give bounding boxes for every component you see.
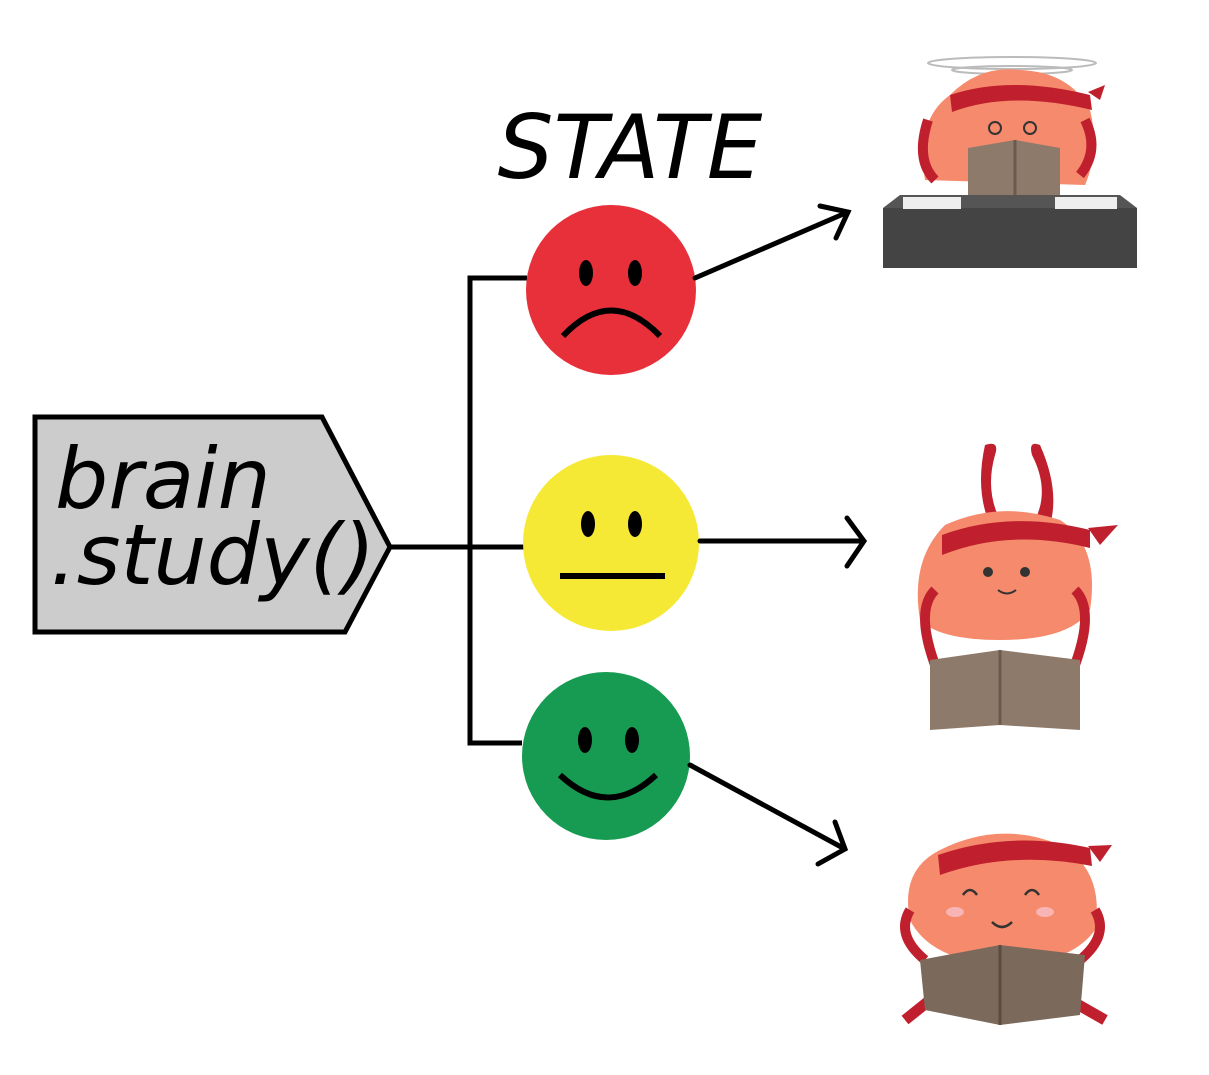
connector-branch xyxy=(467,275,527,746)
function-line-2: .study() xyxy=(50,506,375,604)
arrow-sad xyxy=(692,209,851,281)
brain-overwhelmed-illustration xyxy=(883,56,1137,268)
connectors xyxy=(390,275,527,746)
function-box xyxy=(32,414,393,635)
brain-neutral-illustration xyxy=(917,443,1118,730)
state-title: STATE xyxy=(498,96,763,199)
face-neutral xyxy=(523,455,699,631)
face-sad xyxy=(526,205,696,375)
function-line-1: brain xyxy=(55,430,271,528)
arrows xyxy=(687,203,868,867)
brain-happy-illustration xyxy=(900,833,1112,1025)
arrow-happy xyxy=(687,762,846,851)
face-happy xyxy=(522,672,690,840)
